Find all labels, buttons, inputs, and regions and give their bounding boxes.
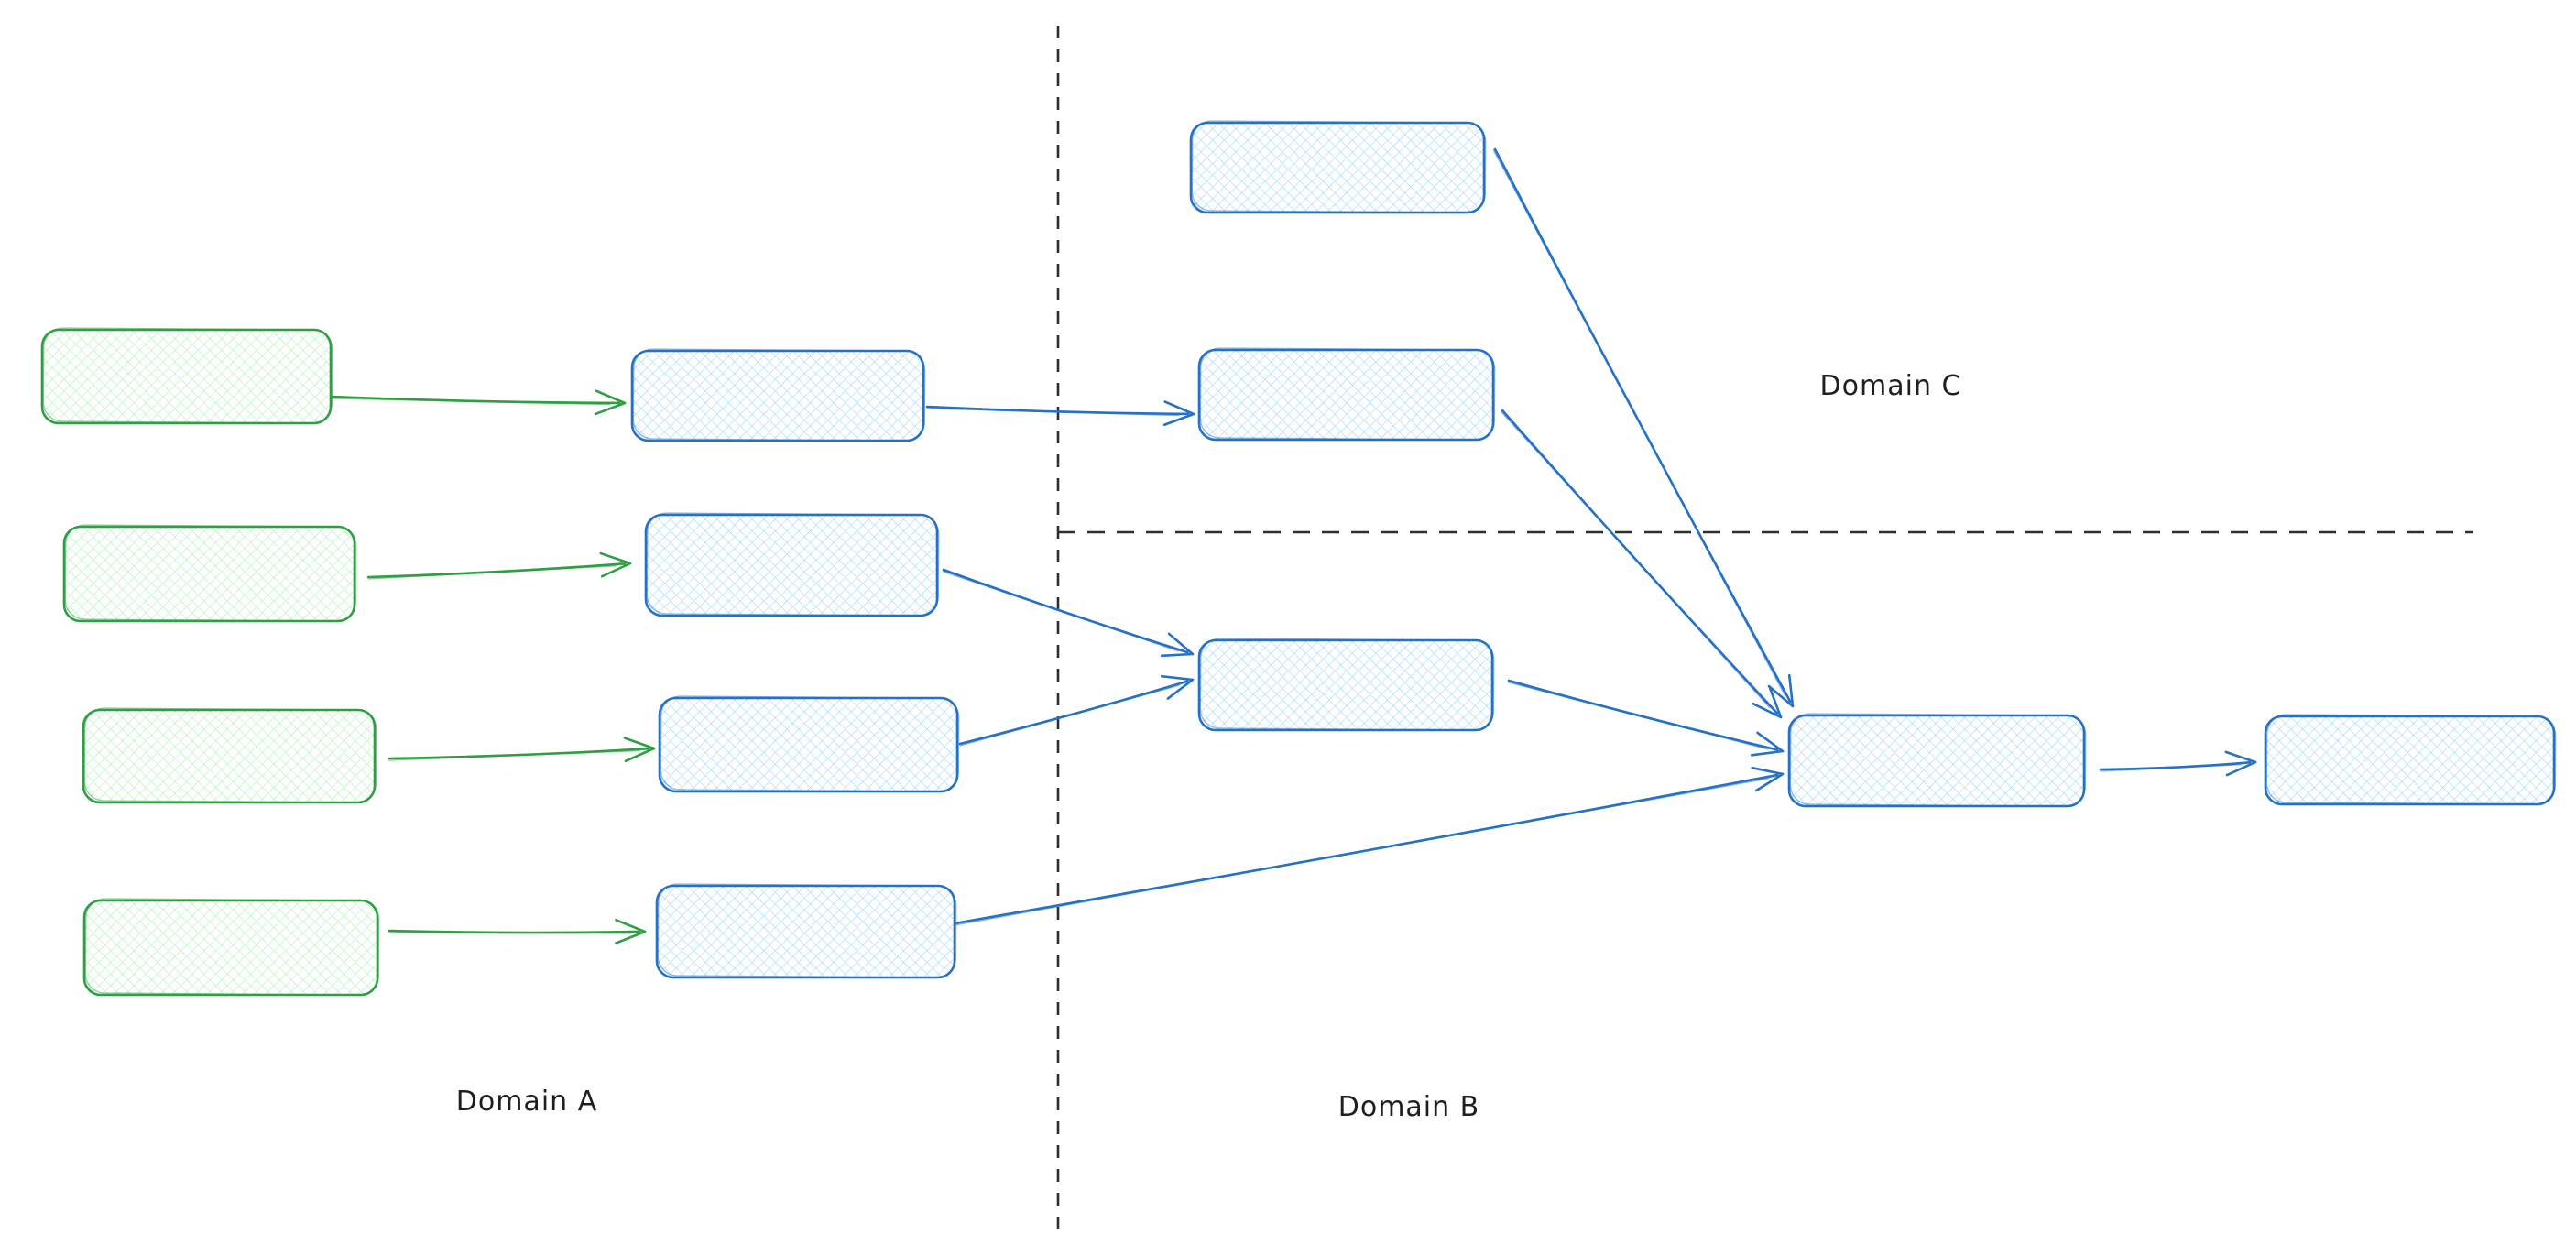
node-blue-c1 [1787,713,2087,808]
node-blue-a2 [644,512,940,617]
arrow-a1-to-b2 [925,400,1195,427]
arrow-green1-to-a1 [330,389,627,416]
arrow-b1-to-c1 [1492,147,1795,708]
arrow-green3-to-a3 [387,737,656,763]
arrow-b3-to-c1 [1507,679,1785,757]
label-domain-a: Domain A [456,1086,597,1118]
node-blue-b1 [1189,120,1487,214]
node-blue-a1 [630,348,926,442]
node-blue-f1 [2264,714,2557,806]
node-blue-b3 [1197,638,1495,732]
arrow-green4-to-a4 [387,918,647,944]
node-green-3 [82,707,377,804]
arrow-green2-to-a2 [366,551,632,580]
label-domain-b: Domain B [1338,1091,1480,1123]
node-blue-a3 [658,695,960,793]
arrow-a2-to-b3 [942,568,1195,658]
arrow-a3-to-b3 [958,674,1195,747]
node-blue-a4 [655,883,957,979]
arrow-c1-to-f1 [2099,750,2257,777]
label-domain-c: Domain C [1820,370,1962,402]
node-green-2 [62,524,357,623]
arrow-a4-to-c1 [953,766,1785,926]
node-blue-b2 [1197,347,1496,442]
node-green-1 [40,327,333,425]
arrow-b2-to-c1 [1500,409,1783,719]
node-green-4 [82,898,380,997]
